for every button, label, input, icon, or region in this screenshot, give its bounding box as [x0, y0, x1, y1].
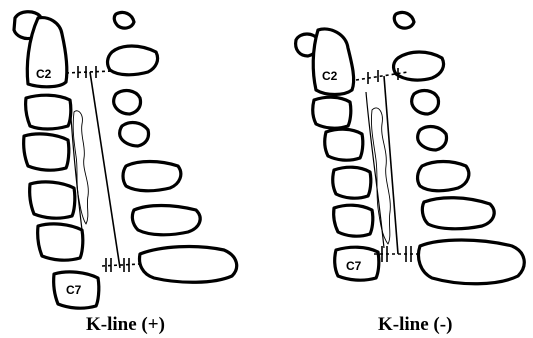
vertebral-bodies — [296, 29, 379, 280]
panel-kline-negative: C2 C7 — [296, 12, 525, 283]
process-c3 — [412, 91, 439, 114]
vertebra-c3 — [313, 97, 351, 128]
label-lower-vertebra: C7 — [66, 283, 82, 297]
process-c4 — [120, 123, 149, 146]
vertebra-c6 — [334, 205, 373, 236]
process-c5 — [418, 162, 469, 191]
process-c2 — [394, 52, 444, 80]
panel-kline-positive: C2 C7 — [14, 12, 237, 308]
vertebra-c3 — [26, 95, 71, 129]
vertebra-c2 — [313, 29, 353, 95]
process-c6 — [422, 198, 494, 229]
spinous-processes — [108, 12, 237, 282]
process-c7 — [419, 240, 525, 284]
vertebra-c5 — [333, 167, 371, 198]
label-upper-vertebra: C2 — [36, 67, 52, 81]
process-c5 — [123, 162, 181, 191]
process-c1 — [394, 12, 414, 28]
label-upper-vertebra: C2 — [322, 69, 338, 83]
caption-kline-negative: K-line (-) — [378, 314, 452, 336]
caption-kline-positive: K-line (+) — [86, 314, 165, 336]
vertebra-c5 — [30, 182, 75, 218]
vertebra-c6 — [38, 224, 83, 260]
vertebra-c4 — [24, 134, 69, 170]
process-c6 — [132, 206, 200, 235]
process-c1 — [114, 12, 134, 28]
spinous-processes — [394, 12, 525, 283]
process-c2 — [108, 46, 158, 75]
process-c3 — [114, 91, 141, 114]
label-lower-vertebra: C7 — [346, 259, 362, 273]
process-c4 — [418, 127, 447, 150]
vertebra-c4 — [325, 129, 363, 160]
vertebral-bodies — [14, 12, 99, 308]
process-c7 — [140, 247, 237, 283]
